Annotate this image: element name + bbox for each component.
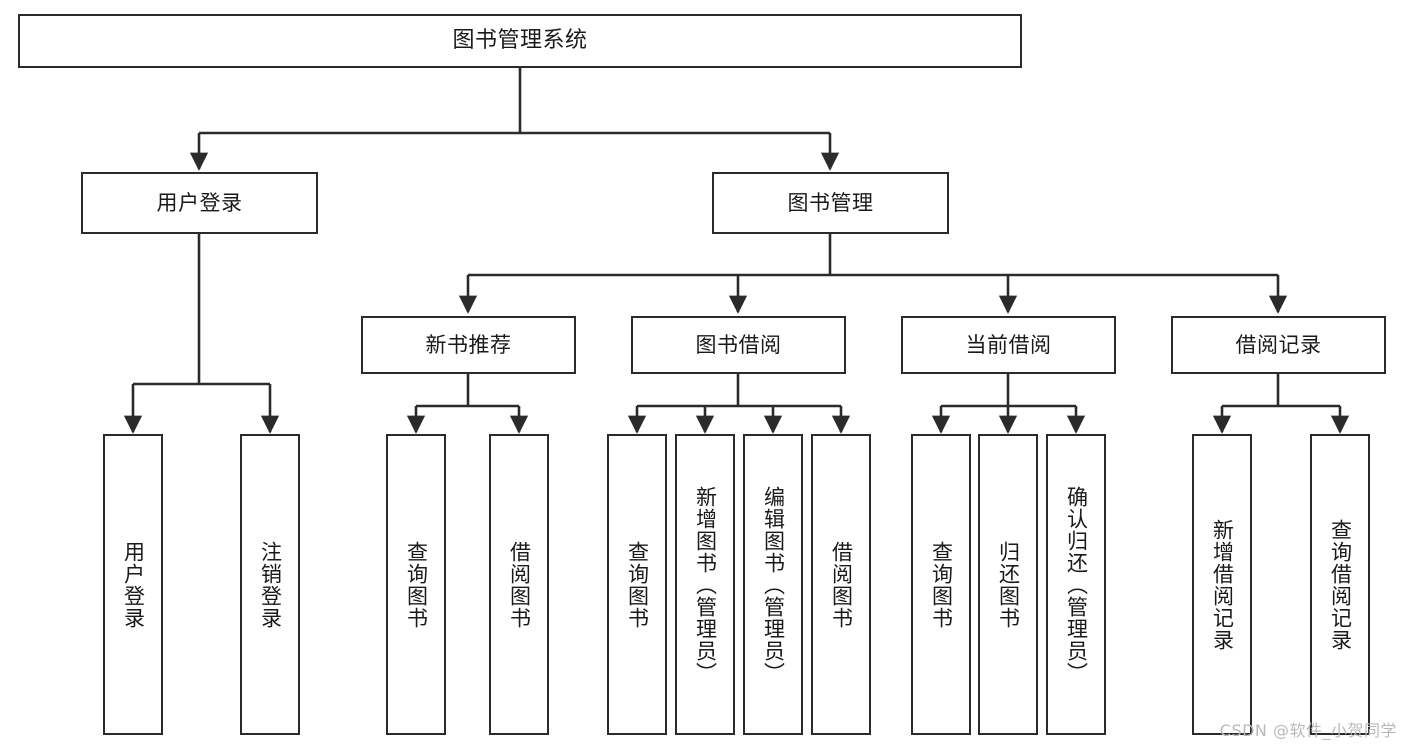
leaf-return-book-label: 归还图书 <box>996 540 1021 629</box>
leaf-add-book[interactable]: 新增图书（管理员） <box>675 434 735 735</box>
node-user-login[interactable]: 用户登录 <box>81 172 318 234</box>
leaf-query-book-1-label: 查询图书 <box>404 540 429 629</box>
leaf-query-borrow-record[interactable]: 查询借阅记录 <box>1310 434 1370 735</box>
node-book-management-label: 图书管理 <box>787 190 874 215</box>
leaf-borrow-book-2[interactable]: 借阅图书 <box>811 434 871 735</box>
leaf-borrow-book-1-label: 借阅图书 <box>507 540 532 629</box>
leaf-query-book-3-label: 查询图书 <box>929 540 954 629</box>
node-new-book-recommend-label: 新书推荐 <box>425 332 512 357</box>
leaf-edit-book[interactable]: 编辑图书（管理员） <box>743 434 803 735</box>
node-borrow-records-label: 借阅记录 <box>1235 332 1322 357</box>
leaf-query-book-2-label: 查询图书 <box>625 540 650 629</box>
leaf-user-logout[interactable]: 注销登录 <box>240 434 300 735</box>
leaf-query-borrow-record-label: 查询借阅记录 <box>1328 518 1353 651</box>
csdn-watermark: CSDN @软件_小贺同学 <box>1219 721 1397 740</box>
leaf-add-borrow-record-label: 新增借阅记录 <box>1210 518 1235 651</box>
leaf-user-login[interactable]: 用户登录 <box>103 434 163 735</box>
leaf-user-login-label: 用户登录 <box>121 540 146 629</box>
leaf-confirm-return[interactable]: 确认归还（管理员） <box>1046 434 1106 735</box>
leaf-query-book-2[interactable]: 查询图书 <box>607 434 667 735</box>
node-root[interactable]: 图书管理系统 <box>18 14 1022 68</box>
node-book-management[interactable]: 图书管理 <box>712 172 949 234</box>
leaf-add-book-label: 新增图书（管理员） <box>693 485 718 684</box>
node-book-borrow-label: 图书借阅 <box>695 332 782 357</box>
leaf-borrow-book-1[interactable]: 借阅图书 <box>489 434 549 735</box>
leaf-return-book[interactable]: 归还图书 <box>978 434 1038 735</box>
leaf-confirm-return-label: 确认归还（管理员） <box>1064 485 1089 684</box>
node-borrow-records[interactable]: 借阅记录 <box>1171 316 1386 374</box>
node-user-login-label: 用户登录 <box>156 190 243 215</box>
leaf-query-book-3[interactable]: 查询图书 <box>911 434 971 735</box>
leaf-edit-book-label: 编辑图书（管理员） <box>761 485 786 684</box>
node-current-borrow-label: 当前借阅 <box>965 332 1052 357</box>
leaf-add-borrow-record[interactable]: 新增借阅记录 <box>1192 434 1252 735</box>
leaf-borrow-book-2-label: 借阅图书 <box>829 540 854 629</box>
node-current-borrow[interactable]: 当前借阅 <box>901 316 1116 374</box>
node-root-label: 图书管理系统 <box>452 28 588 54</box>
node-book-borrow[interactable]: 图书借阅 <box>631 316 846 374</box>
node-new-book-recommend[interactable]: 新书推荐 <box>361 316 576 374</box>
leaf-user-logout-label: 注销登录 <box>258 540 283 629</box>
leaf-query-book-1[interactable]: 查询图书 <box>386 434 446 735</box>
